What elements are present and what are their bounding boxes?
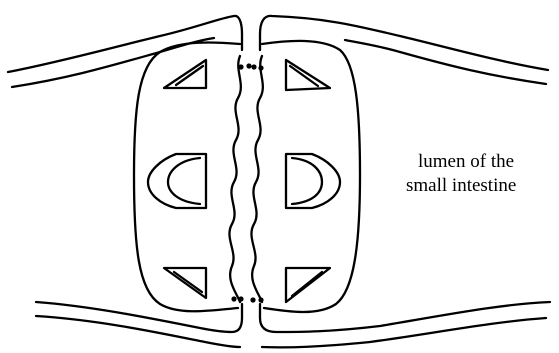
lumen-label-line2: small intestine — [406, 175, 516, 197]
right-cell-organelles — [286, 60, 340, 302]
top-membrane — [8, 16, 548, 87]
right-top-organelle — [286, 60, 330, 90]
right-cell-junction-membrane — [251, 56, 262, 302]
left-top-organelle — [164, 60, 206, 88]
lumen-label-line1: lumen of the — [418, 151, 514, 173]
left-bottom-organelle — [164, 268, 206, 298]
right-middle-organelle — [286, 154, 340, 208]
bottom-membrane — [36, 302, 550, 347]
left-cell-junction-membrane — [229, 56, 240, 302]
left-cell-organelles — [148, 60, 206, 298]
left-middle-organelle — [148, 154, 206, 208]
